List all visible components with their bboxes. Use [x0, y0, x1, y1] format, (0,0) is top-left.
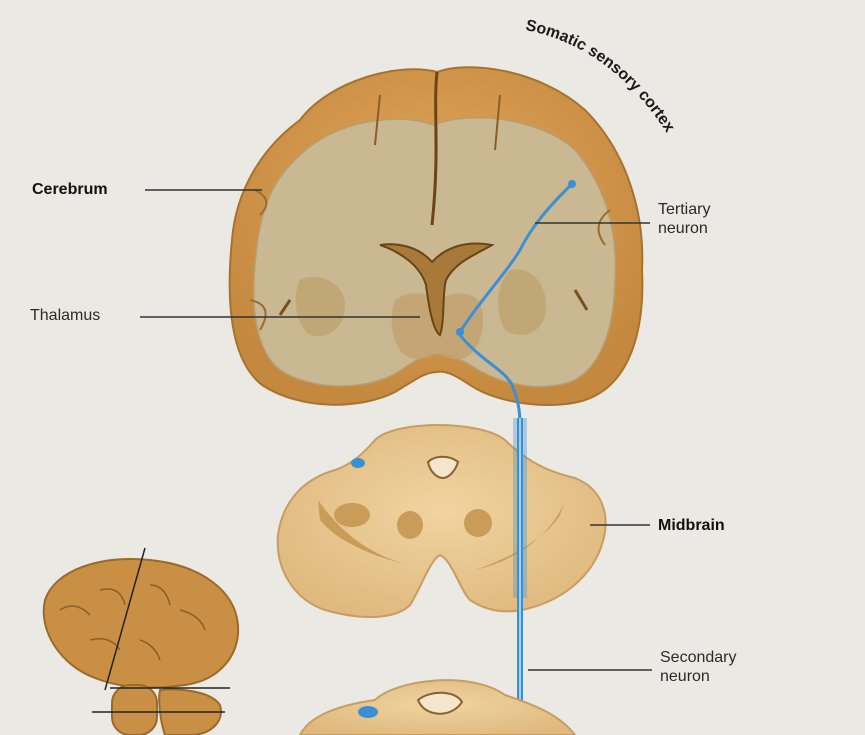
lower-brainstem-section	[300, 680, 575, 735]
tract-spot	[358, 706, 378, 718]
tertiary-neuron-label-line1: Tertiary	[658, 200, 710, 219]
orientation-brain	[44, 548, 238, 735]
secondary-neuron-label: Secondary neuron	[660, 648, 737, 686]
midbrain-nucleus	[334, 503, 370, 527]
midbrain-nucleus	[464, 509, 492, 537]
secondary-neuron-label-line2: neuron	[660, 667, 737, 686]
tertiary-neuron-label-line2: neuron	[658, 219, 710, 238]
midbrain-label: Midbrain	[658, 516, 725, 535]
tract-spot	[351, 458, 365, 468]
midbrain-section	[278, 425, 606, 617]
neuron-terminal	[456, 328, 464, 336]
mini-brainstem	[112, 685, 157, 735]
mini-cerebrum	[44, 559, 238, 688]
tertiary-neuron-label: Tertiary neuron	[658, 200, 710, 238]
midbrain-nucleus	[397, 511, 423, 539]
cerebrum-label: Cerebrum	[32, 180, 108, 199]
thalamus-label: Thalamus	[30, 306, 100, 325]
cerebrum-section	[230, 67, 643, 405]
secondary-neuron-label-line1: Secondary	[660, 648, 737, 667]
neuron-terminal	[568, 180, 576, 188]
